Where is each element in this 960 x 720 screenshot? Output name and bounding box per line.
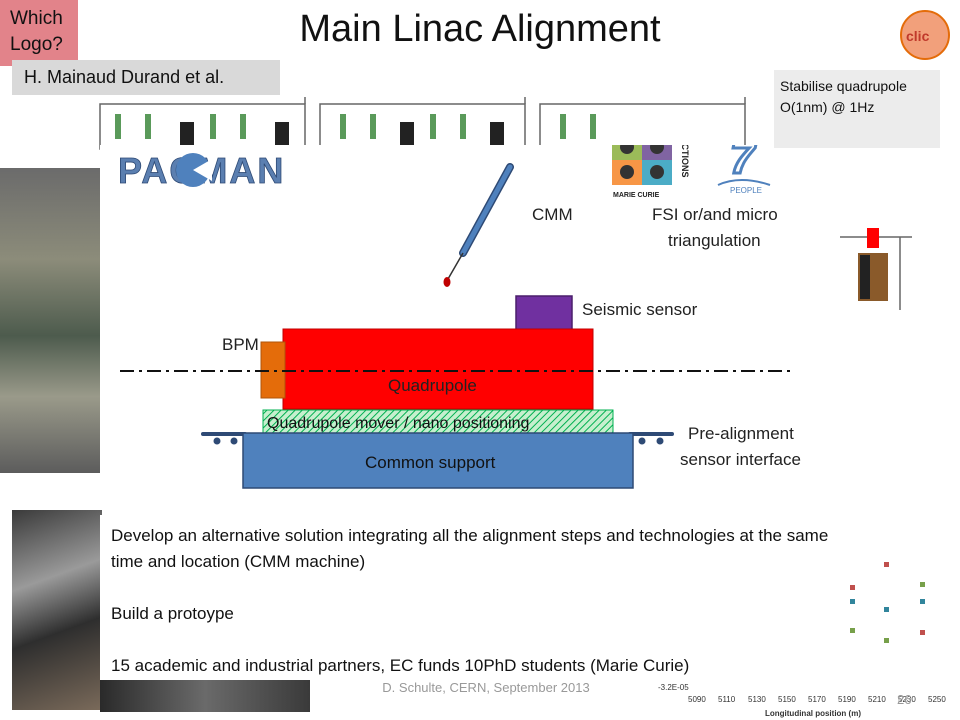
svg-text:clic: clic — [906, 28, 930, 44]
description-p3: 15 academic and industrial partners, EC … — [111, 656, 690, 675]
svg-text:5230: 5230 — [898, 695, 916, 704]
description-p1: Develop an alternative solution integrat… — [111, 526, 829, 571]
footer-text: D. Schulte, CERN, September 2013 — [382, 680, 590, 695]
marie-curie-logo: MARIE CURIE ACTIONS — [612, 135, 690, 199]
seismic-label: Seismic sensor — [582, 300, 698, 319]
fsi-label-line2: triangulation — [668, 231, 761, 250]
svg-text:5110: 5110 — [718, 695, 736, 704]
alignment-diagram-panel: PACMAN MARIE CURIE ACTIONS 7 PEOPLE — [100, 133, 840, 490]
svg-text:5090: 5090 — [688, 695, 706, 704]
description-textbox: Develop an alternative solution integrat… — [100, 515, 840, 680]
svg-text:5190: 5190 — [838, 695, 856, 704]
plot-y-tick: -3.2E-05 — [658, 683, 689, 692]
alignment-scatter-plot: -3.2E-05 5090 5110 5130 5150 5170 5190 5… — [658, 562, 946, 718]
alignment-diagram: PACMAN MARIE CURIE ACTIONS 7 PEOPLE — [118, 133, 801, 489]
pacman-logo: PACMAN — [118, 150, 284, 192]
slide-title: Main Linac Alignment — [299, 8, 661, 50]
clic-logo: clic — [900, 10, 950, 60]
prealign-label-line2: sensor interface — [680, 450, 801, 469]
page-number: 26 — [897, 692, 912, 707]
svg-text:5130: 5130 — [748, 695, 766, 704]
prealignment-rail-right — [628, 432, 674, 445]
svg-text:5150: 5150 — [778, 695, 796, 704]
cmm-probe — [443, 163, 514, 287]
svg-text:5250: 5250 — [928, 695, 946, 704]
mover-label: Quadrupole mover / nano positioning — [267, 415, 529, 432]
quadrupole-label: Quadrupole — [388, 376, 477, 395]
svg-text:7: 7 — [730, 145, 757, 183]
svg-text:PEOPLE: PEOPLE — [730, 186, 762, 195]
support-label: Common support — [365, 453, 496, 472]
cmm-label: CMM — [532, 205, 573, 224]
svg-text:5210: 5210 — [868, 695, 886, 704]
right-schematic-fragment — [840, 228, 912, 310]
module-schematic — [99, 97, 746, 150]
bpm-label: BPM — [222, 335, 259, 354]
plot-x-ticks: 5090 5110 5130 5150 5170 5190 5210 5230 … — [688, 695, 946, 704]
svg-text:5170: 5170 — [808, 695, 826, 704]
fsi-label-line1: FSI or/and micro — [652, 205, 778, 224]
svg-text:MARIE CURIE: MARIE CURIE — [613, 192, 660, 199]
photo-lab-equipment — [12, 510, 102, 710]
photo-mover-setup — [0, 168, 100, 473]
stabilise-note: Stabilise quadrupole O(1nm) @ 1Hz — [774, 70, 940, 148]
prealignment-rail-left — [201, 432, 247, 445]
seismic-sensor — [515, 295, 573, 331]
svg-text:ACTIONS: ACTIONS — [680, 145, 690, 178]
author-label: H. Mainaud Durand et al. — [12, 60, 280, 95]
description-p2: Build a protoype — [111, 604, 234, 623]
fp7-people-logo: 7 PEOPLE — [717, 133, 771, 195]
which-logo-note: Which Logo? — [0, 0, 78, 66]
quadrupole-block — [282, 328, 594, 410]
prealign-label-line1: Pre-alignment — [688, 424, 794, 443]
plot-x-label: Longitudinal position (m) — [765, 709, 861, 718]
common-support — [242, 432, 634, 489]
